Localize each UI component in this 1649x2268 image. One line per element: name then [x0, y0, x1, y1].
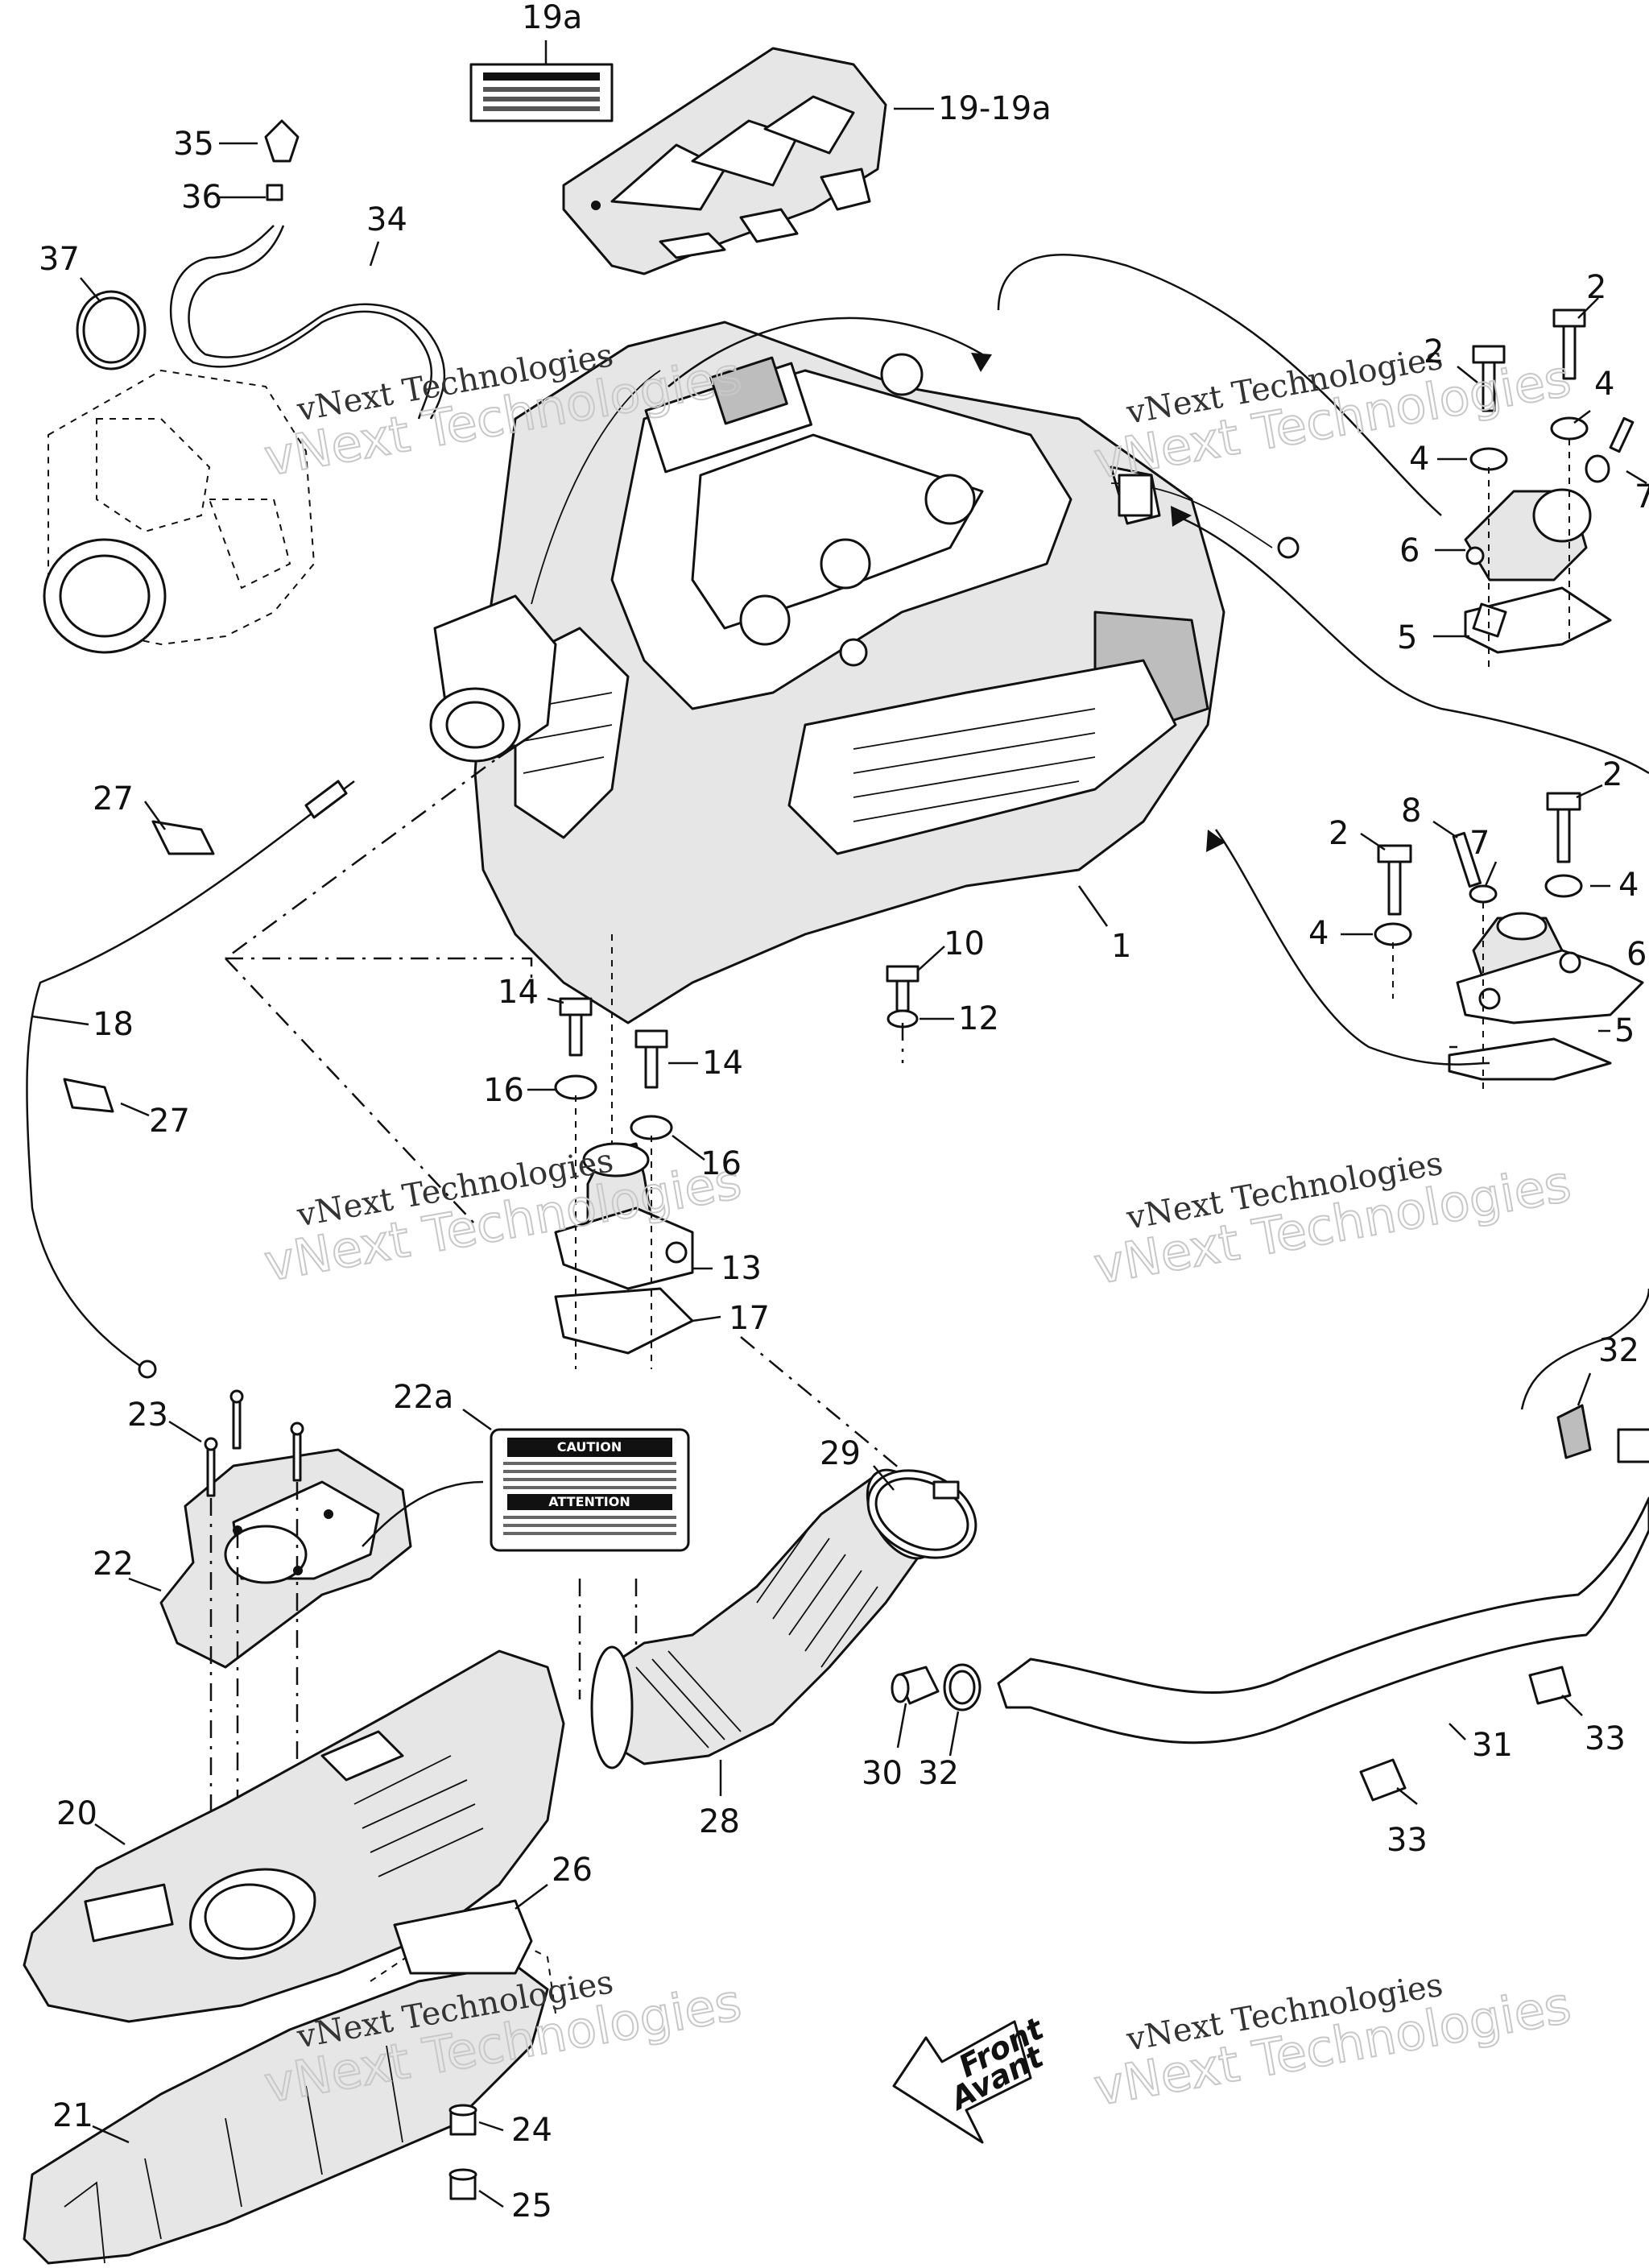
callout-35: 35 [173, 126, 214, 163]
hose-31 [997, 1496, 1649, 1744]
air-box-plate-26 [393, 1899, 533, 1975]
callout-32-a: 32 [918, 1755, 959, 1792]
callout-2-b: 2 [1586, 269, 1606, 306]
mount-right-top [1464, 308, 1635, 668]
callout-8: 8 [1401, 793, 1421, 830]
engine-cover [562, 47, 887, 275]
throttle-body-ghost [43, 369, 316, 654]
callout-12: 12 [958, 1000, 999, 1037]
callout-28: 28 [699, 1803, 740, 1840]
caution-subtitle: ATTENTION [548, 1494, 630, 1509]
leader-lines [31, 40, 1647, 2208]
breather-hose [76, 119, 446, 420]
callout-7-a: 7 [1635, 478, 1649, 515]
callout-5-b: 5 [1614, 1012, 1635, 1049]
callout-7-b: 7 [1469, 825, 1490, 862]
callout-4-c: 4 [1308, 915, 1329, 952]
callout-23: 23 [127, 1397, 168, 1434]
clips-33 [1359, 1666, 1572, 1802]
watermark-4: vNext Technologies vNext Technologies [1089, 1145, 1576, 1297]
caution-title: CAUTION [557, 1439, 622, 1455]
front-arrow: Front Avant [892, 2010, 1051, 2144]
callout-5-a: 5 [1397, 619, 1417, 656]
air-box-cover [159, 1448, 412, 1669]
callout-2-c: 2 [1329, 815, 1349, 852]
callout-31: 31 [1472, 1727, 1513, 1764]
callout-19: 19-19a [938, 90, 1052, 127]
callout-22a: 22a [393, 1379, 453, 1416]
callout-25: 25 [511, 2187, 552, 2225]
mount-front-center [554, 934, 920, 1369]
callout-30: 30 [862, 1755, 903, 1792]
watermark-6: vNext Technologies vNext Technologies [1089, 1967, 1576, 2118]
air-box-21 [23, 1931, 556, 2265]
engine-block [429, 321, 1300, 1024]
clamp-32b [1556, 1404, 1649, 1463]
callout-4-a: 4 [1409, 441, 1429, 478]
callout-4-d: 4 [1618, 867, 1639, 904]
callout-32-b: 32 [1598, 1332, 1639, 1369]
callout-2-a: 2 [1424, 333, 1444, 370]
callout-29: 29 [820, 1435, 861, 1472]
callout-18: 18 [93, 1006, 134, 1043]
callout-17: 17 [729, 1300, 770, 1337]
grommets-24-25 [448, 2104, 477, 2200]
clamp-32a [943, 1663, 982, 1711]
clamp-29 [866, 1469, 977, 1559]
warning-label-19a [469, 63, 614, 122]
callout-20: 20 [56, 1795, 97, 1832]
callout-4-b: 4 [1594, 366, 1614, 403]
callout-33-b: 33 [1585, 1720, 1626, 1757]
callout-6-a: 6 [1399, 532, 1420, 569]
callout-33-a: 33 [1387, 1822, 1428, 1859]
callout-24: 24 [511, 2112, 552, 2149]
fitting-30 [891, 1666, 940, 1705]
callout-14-b: 14 [702, 1045, 743, 1082]
callout-2-d: 2 [1602, 756, 1622, 793]
callout-19a: 19a [522, 0, 582, 36]
callout-37: 37 [39, 241, 80, 278]
callout-26: 26 [552, 1852, 593, 1889]
callout-1: 1 [1111, 928, 1131, 965]
callout-14-a: 14 [498, 974, 539, 1011]
callout-16-b: 16 [701, 1145, 742, 1182]
callout-10: 10 [944, 925, 985, 962]
callout-labels: 19a 19-19a 35 36 34 37 2 2 4 4 6 5 7 1 2… [39, 0, 1649, 2225]
callout-36: 36 [181, 179, 222, 216]
callout-34: 34 [366, 201, 407, 238]
callout-13: 13 [721, 1250, 762, 1287]
callout-16-a: 16 [483, 1072, 524, 1109]
screws-23 [204, 1389, 304, 1497]
callout-22: 22 [93, 1546, 134, 1583]
caution-label: CAUTION ATTENTION [490, 1428, 690, 1552]
callout-6-b: 6 [1626, 936, 1647, 973]
callout-27-b: 27 [149, 1103, 190, 1140]
callout-21: 21 [52, 2097, 93, 2134]
mount-right-middle [1374, 792, 1644, 1095]
callout-27-a: 27 [93, 780, 134, 817]
